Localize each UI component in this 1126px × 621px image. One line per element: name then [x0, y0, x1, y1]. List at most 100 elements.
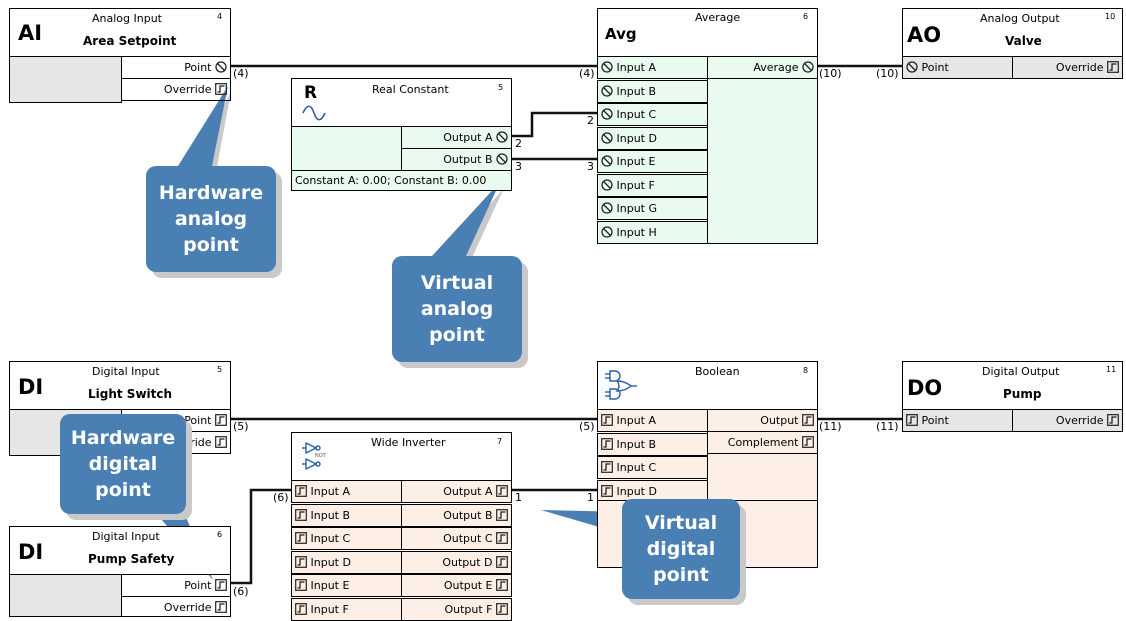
- port-input-f[interactable]: Input F: [597, 173, 708, 197]
- port-output-f[interactable]: Output F: [401, 597, 512, 621]
- block-type-label: Real Constant: [372, 83, 449, 96]
- port-input-a[interactable]: Input A: [291, 480, 402, 503]
- port-label: Input A: [616, 414, 657, 427]
- port-override[interactable]: Override: [1012, 409, 1123, 432]
- block-abbr: AI: [18, 21, 43, 45]
- port-output-a[interactable]: Output A: [401, 480, 512, 503]
- block-header[interactable]: DI Digital Input Light Switch 5: [9, 361, 231, 410]
- port-input-e[interactable]: Input E: [597, 150, 708, 173]
- logic-gate-icon: [605, 370, 637, 400]
- port-label: Point: [184, 579, 212, 592]
- analog-point-icon: [601, 155, 613, 167]
- block-abbr: DO: [907, 376, 943, 400]
- port-output-b[interactable]: Output B: [401, 148, 512, 171]
- callout-line: point: [653, 564, 709, 586]
- analog-point-icon: [601, 225, 613, 238]
- port-label: Input C: [616, 461, 657, 474]
- analog-point-icon: [906, 61, 918, 73]
- port-input-c[interactable]: Input C: [597, 456, 708, 479]
- port-override[interactable]: Override: [1012, 56, 1123, 79]
- port-input-b[interactable]: Input B: [291, 503, 402, 527]
- block-type-label: Boolean: [695, 365, 740, 378]
- port-label: Output B: [443, 153, 493, 166]
- port-output-a[interactable]: Output A: [401, 126, 512, 149]
- port-point[interactable]: Point: [902, 409, 1013, 432]
- callout-line: Virtual: [644, 512, 718, 534]
- port-output-b[interactable]: Output B: [401, 503, 512, 527]
- port-label: Output F: [444, 602, 493, 616]
- block-header[interactable]: DI Digital Input Pump Safety 6: [9, 526, 231, 575]
- block-index: 10: [1105, 12, 1116, 21]
- wire-label: 2: [515, 137, 522, 150]
- port-label: Input C: [616, 108, 657, 121]
- block-index: 4: [217, 12, 223, 21]
- callout-line: point: [95, 479, 151, 501]
- digital-point-icon: [802, 436, 814, 448]
- block-index: 8: [803, 366, 809, 375]
- block-abbr: R: [304, 83, 318, 103]
- block-header[interactable]: DO Digital Output Pump 11: [902, 361, 1123, 410]
- port-label: Input A: [616, 61, 657, 74]
- block-header[interactable]: AI Analog Input Area Setpoint 4: [9, 8, 231, 57]
- port-input-e[interactable]: Input E: [291, 574, 402, 597]
- block-header[interactable]: AO Analog Output Valve 10: [902, 8, 1123, 57]
- port-input-c[interactable]: Input C: [291, 527, 402, 550]
- constant-values: Constant A: 0.00; Constant B: 0.00: [291, 170, 512, 191]
- analog-point-icon: [802, 61, 814, 73]
- port-input-d[interactable]: Input D: [291, 550, 402, 574]
- port-output[interactable]: Output: [707, 409, 818, 432]
- wire-label: 1: [587, 491, 594, 504]
- port-input-g[interactable]: Input G: [597, 197, 708, 220]
- port-override[interactable]: Override: [121, 596, 231, 617]
- port-label: Input A: [310, 485, 351, 498]
- block-header[interactable]: Boolean 8: [597, 361, 818, 410]
- digital-point-icon: [496, 602, 508, 615]
- callout-line: Virtual: [420, 272, 494, 294]
- analog-point-icon: [496, 131, 508, 143]
- port-label: Output D: [442, 555, 493, 569]
- callout-line: digital: [88, 453, 158, 475]
- digital-point-icon: [601, 461, 613, 473]
- port-label: Override: [163, 83, 212, 96]
- port-input-f[interactable]: Input F: [291, 597, 402, 621]
- analog-point-icon: [601, 108, 613, 120]
- port-output-e[interactable]: Output E: [401, 574, 512, 597]
- analog-point-icon: [215, 61, 227, 73]
- port-label: Output: [760, 414, 799, 427]
- digital-point-icon: [215, 83, 227, 95]
- port-point[interactable]: Point: [902, 56, 1013, 79]
- digital-point-icon: [295, 508, 307, 521]
- port-input-a[interactable]: Input A: [597, 409, 708, 432]
- port-point[interactable]: Point: [121, 56, 231, 79]
- wire-label: 2: [587, 114, 594, 127]
- port-label: Input D: [616, 484, 657, 498]
- block-type-label: Average: [695, 11, 741, 24]
- port-label: Point: [184, 61, 212, 74]
- port-input-b[interactable]: Input B: [597, 432, 708, 456]
- port-input-b[interactable]: Input B: [597, 79, 708, 103]
- digital-point-icon: [601, 484, 613, 497]
- port-label: Average: [753, 61, 799, 74]
- block-type-label: Analog Output: [980, 12, 1060, 25]
- block-body: [707, 78, 818, 244]
- block-header[interactable]: R Real Constant 5: [291, 78, 512, 127]
- port-input-h[interactable]: Input H: [597, 220, 708, 244]
- port-output-d[interactable]: Output D: [401, 550, 512, 574]
- analog-point-icon: [601, 178, 613, 191]
- port-input-c[interactable]: Input C: [597, 103, 708, 126]
- port-input-a[interactable]: Input A: [597, 56, 708, 79]
- port-override[interactable]: Override: [121, 78, 231, 101]
- port-input-d[interactable]: Input D: [597, 126, 708, 150]
- port-average-output[interactable]: Average: [707, 56, 818, 79]
- port-point[interactable]: Point: [121, 574, 231, 597]
- port-label: Input B: [616, 84, 657, 98]
- port-label: Point: [921, 61, 949, 74]
- wire-rc-a-to-avg-c: [512, 111, 597, 138]
- block-header[interactable]: NOT Wide Inverter 7: [291, 432, 512, 481]
- port-output-c[interactable]: Output C: [401, 527, 512, 550]
- port-label: Override: [1055, 61, 1104, 74]
- port-complement[interactable]: Complement: [707, 431, 818, 454]
- block-header[interactable]: Avg Average 6: [597, 8, 818, 57]
